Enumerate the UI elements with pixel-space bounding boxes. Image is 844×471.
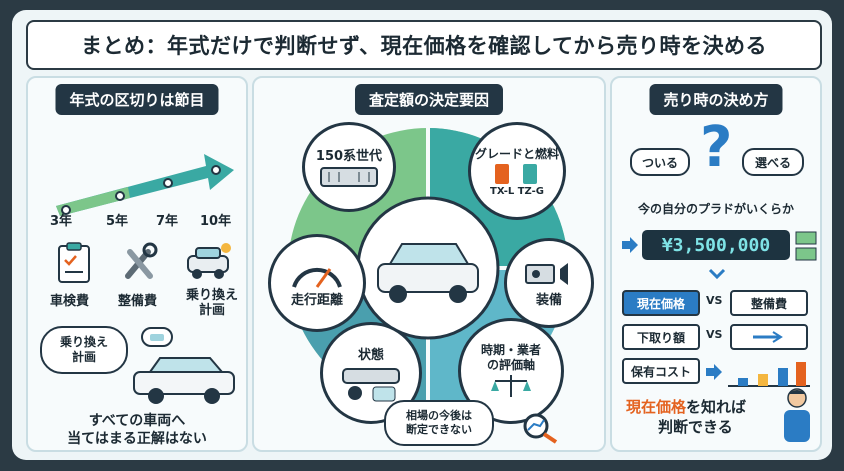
left-panel: 年式の区切りは節目 3年 5年 7年 10年	[26, 76, 248, 452]
cost-label-inspection: 車検費	[50, 294, 90, 309]
compare-holding-cost: 保有コスト	[622, 358, 700, 384]
year-marker	[61, 205, 71, 215]
factor-mileage: 走行距離	[268, 234, 366, 332]
equipment-label: 装備	[535, 292, 562, 308]
compare-trend-box	[730, 324, 808, 350]
vs-label: VS	[706, 294, 723, 307]
fuel-types: TX-L TZ-G	[490, 186, 544, 197]
left-heading: 年式の区切りは節目	[55, 84, 219, 115]
cost-label-maintenance: 整備費	[118, 294, 158, 309]
mileage-label: 走行距離	[290, 292, 343, 308]
price-prompt: 今の自分のプラドがいくらか	[637, 202, 794, 216]
scale-icon	[491, 375, 531, 397]
year-label: 10年	[200, 214, 232, 229]
car-icon	[187, 243, 231, 279]
page-title: まとめ：年式だけで判断せず、現在価格を確認してから売り時を決める	[26, 20, 822, 70]
replacement-speech-bubble: 乗り換え 計画	[40, 326, 128, 374]
conclusion-highlight: 現在価格	[626, 398, 687, 416]
year-arrow-graphic	[56, 154, 234, 216]
holding-cost-bars	[706, 362, 810, 387]
grille-icon	[320, 166, 378, 187]
speedometer-icon	[292, 267, 342, 288]
year-label: 3年	[50, 214, 73, 229]
factor-equipment: 装備	[504, 238, 594, 328]
option-a-bubble: ついる	[630, 148, 690, 176]
final-conclusion-line2: 判断できる	[658, 418, 733, 436]
timing-dealer-label: 時期・業者 の評価軸	[480, 343, 541, 372]
price-display: ¥3,500,000	[642, 230, 790, 260]
question-mark-icon: ?	[700, 115, 733, 180]
factor-grade-fuel: グレードと燃料 TX-L TZ-G	[468, 122, 566, 220]
grade-fuel-label: グレードと燃料	[474, 147, 559, 161]
year-label: 5年	[106, 214, 129, 229]
arrow-right-icon	[622, 237, 638, 253]
middle-heading: 査定額の決定要因	[354, 84, 504, 115]
year-marker	[163, 178, 173, 188]
condition-label: 状態	[357, 347, 384, 363]
audio-equipment-icon	[525, 262, 568, 285]
note-line1: 相場の今後は	[406, 409, 472, 422]
magnifier-chart-icon	[523, 413, 558, 444]
damage-inspection-icon	[342, 367, 400, 401]
clipboard-icon	[58, 242, 90, 283]
right-panel: 売り時の決め方 ついる ? 選べる 今の自分のプラドがいくらか ¥3,500,0…	[610, 76, 822, 452]
conclusion-line1: すべての車両へ	[88, 413, 186, 429]
suv-illustration	[133, 357, 235, 404]
compare-current-price: 現在価格	[622, 290, 700, 316]
conclusion-rest: を知れば	[686, 398, 747, 416]
compare-maintenance: 整備費	[730, 290, 808, 316]
year-marker	[211, 165, 221, 175]
factor-timing-dealer: 時期・業者 の評価軸	[458, 318, 564, 424]
cost-label-replacement: 乗り換え 計画	[186, 288, 239, 318]
person-thumbs-up-icon	[784, 388, 810, 442]
factor-generation: 150系世代	[302, 122, 396, 212]
final-conclusion: 現在価格を知れば	[626, 396, 746, 417]
wrench-icon	[125, 242, 158, 279]
right-heading: 売り時の決め方	[649, 84, 783, 115]
vs-label: VS	[706, 328, 723, 341]
cash-icon	[795, 231, 817, 261]
chat-car-icon	[141, 327, 173, 347]
conclusion-line2: 当てはまる正解はない	[67, 431, 207, 447]
generation-label: 150系世代	[315, 148, 383, 164]
option-b-bubble: 選べる	[742, 148, 804, 176]
year-marker	[115, 191, 125, 201]
compare-trade-in: 下取り額	[622, 324, 700, 350]
double-arrow-icon	[753, 331, 783, 343]
summary-board: まとめ：年式だけで判断せず、現在価格を確認してから売り時を決める 年式の区切りは…	[12, 10, 832, 460]
year-label: 7年	[156, 214, 179, 229]
middle-panel: 査定額の決定要因 150系世代 グレードと燃料 TX-L TZ-G 走行距離	[252, 76, 606, 452]
fuel-pump-icon	[495, 164, 537, 184]
market-note-bubble: 相場の今後は 断定できない	[384, 400, 494, 446]
note-line2: 断定できない	[406, 423, 472, 436]
chevron-down-icon	[708, 268, 726, 280]
